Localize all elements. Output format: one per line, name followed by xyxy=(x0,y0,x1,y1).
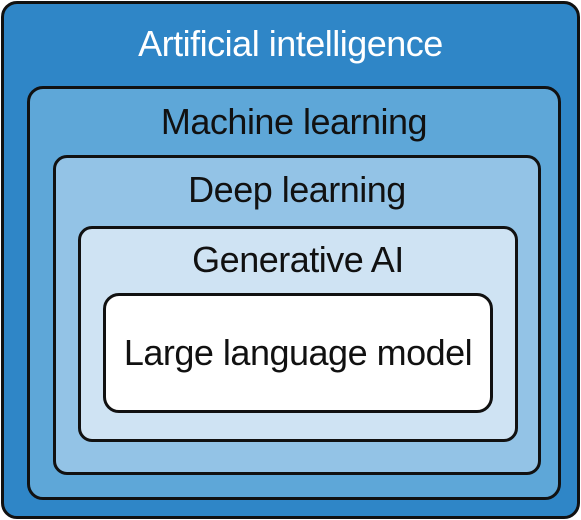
generative-ai-label: Generative AI xyxy=(192,239,404,280)
large-language-model-label: Large language model xyxy=(123,332,473,373)
deep-learning-box: Deep learning Generative AI Large langua… xyxy=(53,155,541,475)
large-language-model-box: Large language model xyxy=(103,293,493,413)
machine-learning-box: Machine learning Deep learning Generativ… xyxy=(27,86,561,500)
machine-learning-label: Machine learning xyxy=(160,101,428,142)
generative-ai-box: Generative AI Large language model xyxy=(78,226,518,442)
artificial-intelligence-label: Artificial intelligence xyxy=(138,23,443,64)
deep-learning-label: Deep learning xyxy=(188,169,406,210)
